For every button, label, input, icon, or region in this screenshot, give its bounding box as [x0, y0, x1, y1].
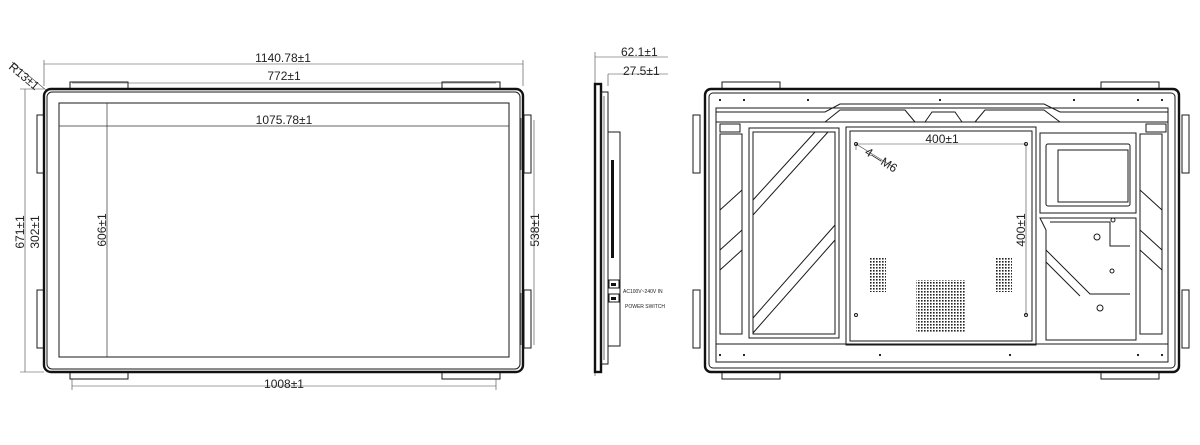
side-vent [611, 160, 614, 258]
rear-bracket-rt [1181, 114, 1190, 174]
vent-grid-center [916, 280, 966, 332]
label-vesa-screws: 4—M6 [862, 145, 900, 176]
rear-bracket-lb [692, 289, 701, 349]
vesa-plate [845, 126, 1037, 346]
dim-active-width: 1075.78±1 [256, 113, 313, 127]
side-bezel [593, 82, 603, 374]
dim-bezel-depth: 27.5±1 [623, 64, 660, 78]
dim-depth: 62.1±1 [621, 45, 658, 59]
dim-side-mount: 302±1 [28, 215, 42, 249]
dim-right-mount: 538±1 [528, 213, 542, 247]
front-view: 1140.78±1 772±1 1075.78±1 1008±1 671±1 3… [6, 51, 542, 391]
frame-screws [718, 98, 1164, 357]
front-bezel [42, 87, 525, 374]
rear-frame [703, 87, 1181, 374]
vent-grid-right [996, 258, 1012, 292]
rear-bracket-rb [1181, 289, 1190, 349]
side-view: 62.1±1 27.5±1 AC100V~240V IN POWER SWITC… [593, 45, 668, 376]
dim-corner-radius: R13±1 [6, 60, 42, 94]
front-bezel-inner [46, 91, 521, 370]
dim-vesa-height: 400±1 [1014, 213, 1028, 247]
label-power-switch: POWER SWITCH [625, 304, 665, 310]
dim-active-height: 606±1 [95, 213, 109, 247]
dim-top-mount: 772±1 [267, 69, 301, 83]
dim-vesa-width: 400±1 [925, 132, 959, 146]
active-area [58, 102, 510, 358]
connector-icon [1093, 233, 1101, 241]
dim-overall-height: 671±1 [13, 215, 27, 249]
label-power-input: AC100V~240V IN [623, 289, 663, 295]
power-module [1039, 132, 1137, 214]
dim-overall-width: 1140.78±1 [255, 51, 311, 65]
right-top-bracket [523, 114, 532, 174]
rear-view: 400±1 400±1 4—M6 [692, 81, 1190, 380]
rear-bracket-lt [692, 114, 701, 174]
vent-grid-left [870, 258, 886, 292]
dim-bottom-mount: 1008±1 [264, 377, 304, 391]
side-housing [607, 131, 621, 347]
right-bottom-bracket [523, 289, 532, 349]
